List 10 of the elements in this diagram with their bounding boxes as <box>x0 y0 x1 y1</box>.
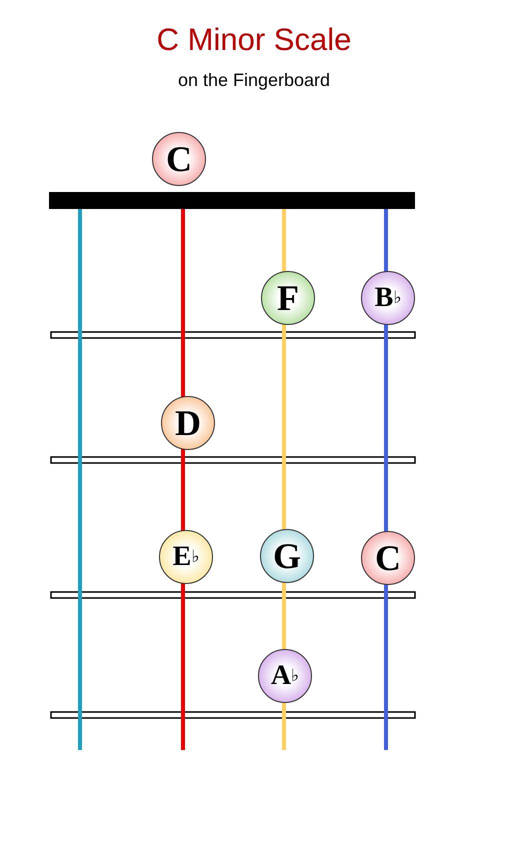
note-circle: A$^{♭}$ <box>258 649 312 703</box>
note-circle: C <box>361 531 415 585</box>
note-circle: D <box>161 396 215 450</box>
note-circle: F <box>261 271 315 325</box>
note-circle: B$^{♭}$ <box>361 271 415 325</box>
note-circle: E$^{♭}$ <box>159 530 213 584</box>
note-circle: C <box>152 132 206 186</box>
note-circle: G <box>260 529 314 583</box>
subtitle: on the Fingerboard <box>176 70 332 91</box>
title: C Minor Scale <box>156 22 352 58</box>
